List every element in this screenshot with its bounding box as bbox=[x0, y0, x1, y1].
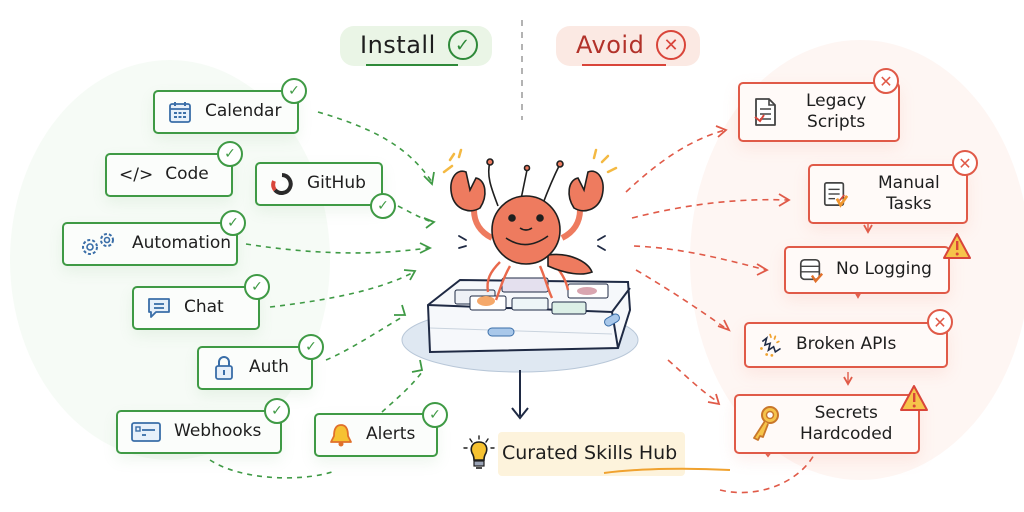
avoid-card-label: No Logging bbox=[836, 259, 932, 280]
document-icon bbox=[752, 98, 778, 126]
install-card-label: Chat bbox=[184, 297, 224, 318]
x-icon: ✕ bbox=[873, 68, 899, 94]
install-card-label: Code bbox=[165, 164, 209, 185]
x-circle-icon: ✕ bbox=[656, 30, 687, 60]
install-card-label: Auth bbox=[249, 357, 289, 378]
check-circle-icon: ✓ bbox=[447, 30, 478, 60]
install-heading-label: Install bbox=[360, 31, 436, 59]
check-icon: ✓ bbox=[264, 398, 290, 424]
check-icon: ✓ bbox=[298, 334, 324, 360]
lobster-mascot bbox=[450, 158, 604, 301]
calendar-icon bbox=[167, 99, 193, 125]
avoid-arrows bbox=[625, 129, 821, 494]
check-icon: ✓ bbox=[422, 402, 448, 428]
install-card-label: GitHub bbox=[307, 173, 366, 194]
install-card-auth[interactable]: Auth bbox=[197, 346, 313, 390]
install-card-label: Webhooks bbox=[174, 421, 262, 442]
install-card-label: Alerts bbox=[366, 424, 416, 445]
install-card-calendar[interactable]: Calendar bbox=[153, 90, 299, 134]
check-icon: ✓ bbox=[244, 274, 270, 300]
install-card-alerts[interactable]: Alerts bbox=[314, 413, 438, 457]
lock-icon bbox=[211, 355, 237, 381]
install-card-chat[interactable]: Chat bbox=[132, 286, 260, 330]
github-icon bbox=[269, 171, 295, 197]
hub-label: Curated Skills Hub bbox=[502, 442, 678, 464]
install-card-label: Calendar bbox=[205, 101, 282, 122]
install-card-github[interactable]: GitHub bbox=[255, 162, 383, 206]
check-icon: ✓ bbox=[220, 210, 246, 236]
avoid-card-no-logging[interactable]: No Logging bbox=[784, 246, 950, 294]
check-icon: ✓ bbox=[370, 193, 396, 219]
install-card-label: Automation bbox=[132, 233, 232, 254]
broken-link-icon bbox=[758, 332, 784, 358]
hub-underline bbox=[603, 467, 731, 474]
sparkle-marks bbox=[442, 148, 618, 174]
install-card-webhooks[interactable]: Webhooks bbox=[116, 410, 282, 454]
motion-marks bbox=[458, 235, 606, 251]
checklist-icon bbox=[822, 181, 848, 208]
install-card-automation[interactable]: Automation bbox=[62, 222, 238, 266]
down-arrow bbox=[511, 370, 529, 420]
check-icon: ✓ bbox=[281, 78, 307, 104]
install-card-code[interactable]: </> Code bbox=[105, 153, 233, 197]
curated-skills-hub: Curated Skills Hub bbox=[462, 432, 731, 476]
bell-icon bbox=[328, 422, 354, 448]
check-icon: ✓ bbox=[217, 141, 243, 167]
gears-icon bbox=[76, 231, 120, 257]
database-icon bbox=[798, 257, 824, 284]
install-heading: Install ✓ bbox=[340, 22, 492, 68]
lightbulb-icon bbox=[462, 435, 496, 471]
avoid-heading-label: Avoid bbox=[576, 31, 645, 59]
chat-bubble-icon bbox=[146, 295, 172, 321]
key-icon bbox=[748, 404, 782, 444]
webhook-window-icon bbox=[130, 419, 162, 445]
warning-icon bbox=[943, 233, 971, 259]
x-icon: ✕ bbox=[952, 150, 978, 176]
avoid-card-label: Broken APIs bbox=[796, 334, 897, 355]
install-arrowheads bbox=[394, 171, 436, 373]
code-brackets-icon: </> bbox=[119, 165, 154, 185]
x-icon: ✕ bbox=[927, 309, 953, 335]
skills-box bbox=[426, 277, 632, 354]
avoid-card-broken-apis[interactable]: Broken APIs bbox=[744, 322, 948, 368]
avoid-heading: Avoid ✕ bbox=[556, 22, 701, 68]
warning-icon bbox=[900, 385, 928, 411]
